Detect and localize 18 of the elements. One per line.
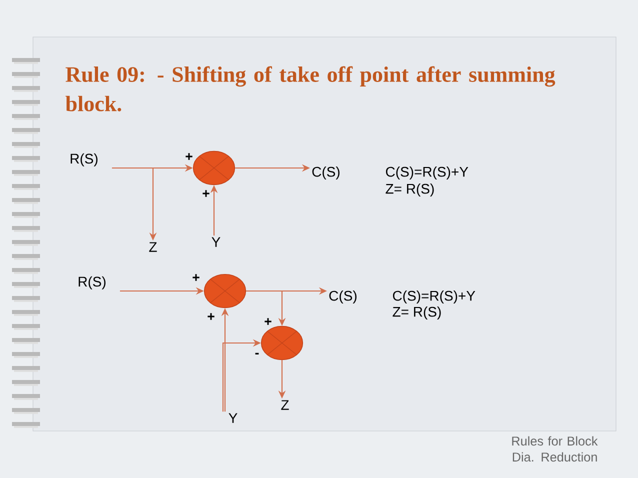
equation-text: Z= R(S): [386, 183, 434, 197]
signal-label: R(S): [70, 153, 98, 166]
title: Rule 09: - Shifting of take off point after summing block.: [66, 66, 556, 112]
signal-label: C(S): [312, 166, 340, 180]
signal-label: Z: [281, 400, 289, 410]
footer-text: Rules for Block Dia. Reduction: [512, 436, 598, 462]
summing-junction: [192, 150, 236, 186]
signal-label: R(S): [78, 276, 106, 290]
signal-label: C(S): [329, 290, 356, 304]
equation-text: Z= R(S): [392, 306, 441, 320]
signal-label: Z: [149, 242, 157, 252]
sign-label: -: [254, 352, 260, 358]
signal-label: Y: [212, 237, 220, 247]
summing-junction: [260, 326, 304, 360]
summing-junction: [204, 274, 246, 308]
signal-label: Y: [228, 413, 238, 423]
equation-text: C(S)=R(S)+Y: [392, 290, 476, 304]
equation-text: C(S)=R(S)+Y: [386, 166, 468, 180]
